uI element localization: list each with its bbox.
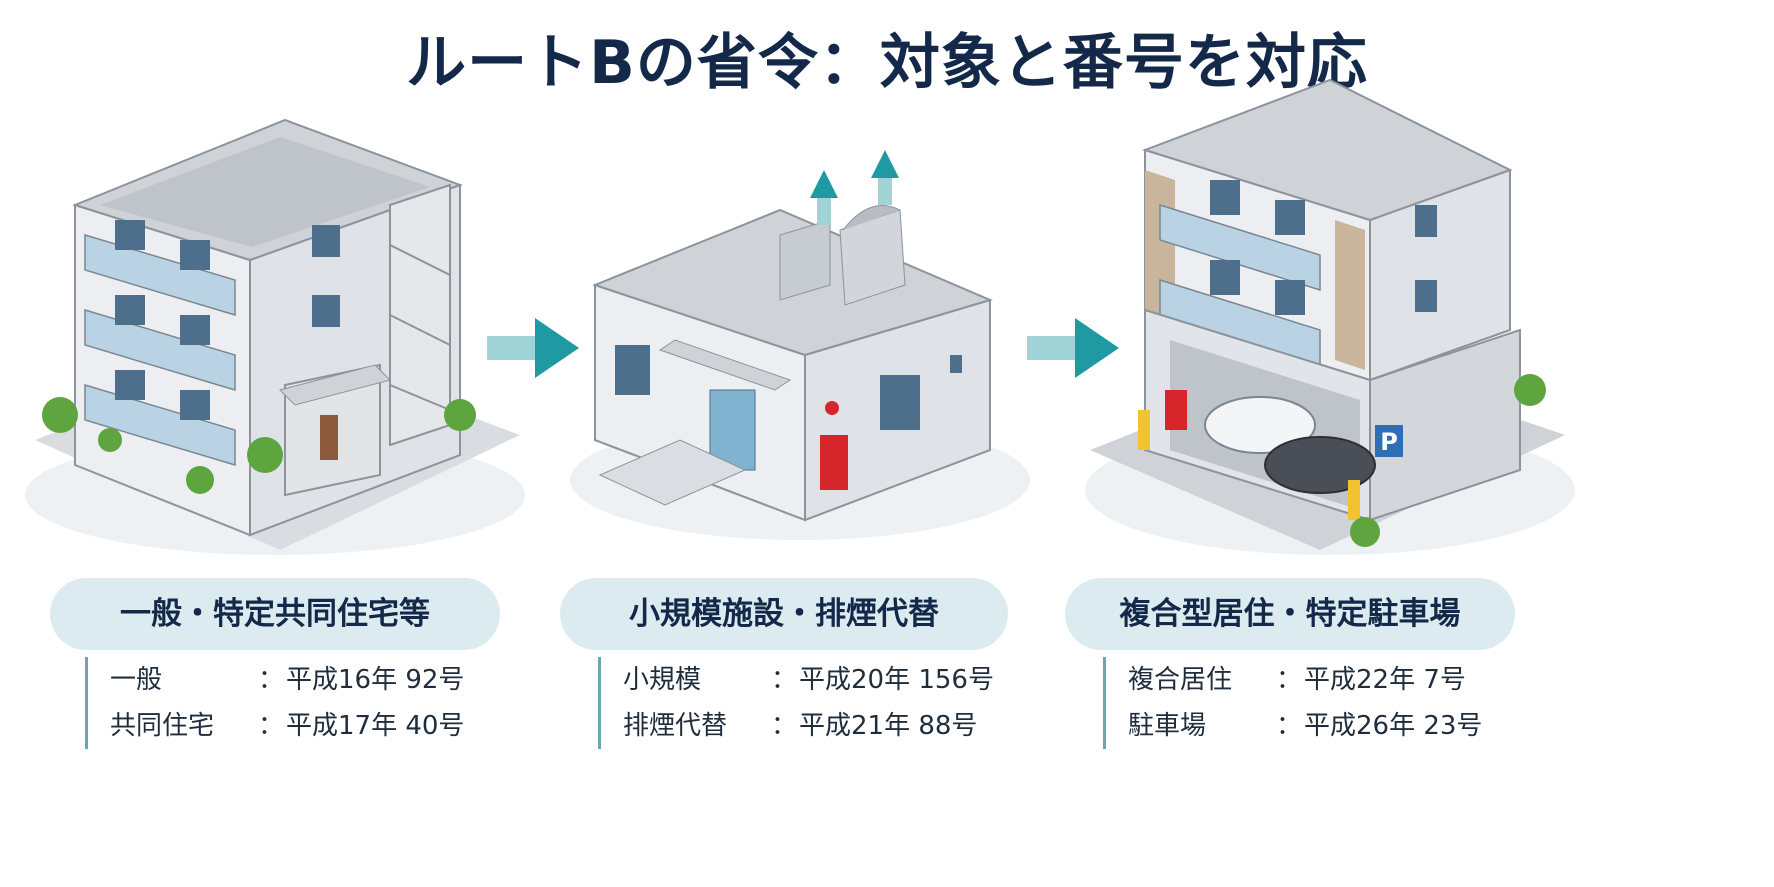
category-heading-small-facility: 小規模施設・排煙代替 — [560, 578, 1008, 650]
separator: ： — [1276, 665, 1303, 695]
separator: ： — [258, 711, 285, 741]
separator: ： — [771, 711, 798, 741]
separator: ： — [1276, 711, 1303, 741]
mixed-residence-parking-illustration: P — [1085, 78, 1575, 555]
target-label: 共同住宅 — [110, 711, 215, 741]
apartment-building-illustration — [25, 118, 525, 555]
target-label: 小規模 — [623, 665, 702, 695]
ordinance-number: 平成26年 23号 — [1304, 711, 1483, 741]
arrow-right-icon — [487, 318, 579, 378]
target-label: 複合居住 — [1128, 665, 1233, 695]
ordinance-list-general: 一般 ： 平成16年 92号 共同住宅 ： 平成17年 40号 — [85, 657, 464, 749]
ordinance-number: 平成21年 88号 — [799, 711, 978, 741]
target-label: 一般 — [110, 665, 163, 695]
ordinance-number: 平成22年 7号 — [1304, 665, 1466, 695]
ordinance-number: 平成17年 40号 — [286, 711, 465, 741]
page-title: ルートBの省令：対象と番号を対応 — [406, 28, 1368, 98]
small-facility-illustration — [570, 150, 1030, 540]
ordinance-number: 平成16年 92号 — [286, 665, 465, 695]
target-label: 駐車場 — [1128, 711, 1207, 741]
category-heading-mixed-parking: 複合型居住・特定駐車場 — [1065, 578, 1515, 650]
ordinance-number: 平成20年 156号 — [799, 665, 994, 695]
separator: ： — [771, 665, 798, 695]
category-heading-general: 一般・特定共同住宅等 — [50, 578, 500, 650]
target-label: 排煙代替 — [623, 711, 728, 741]
ordinance-list-mixed-parking: 複合居住 ： 平成22年 7号 駐車場 ： 平成26年 23号 — [1103, 657, 1482, 749]
ordinance-list-small-facility: 小規模 ： 平成20年 156号 排煙代替 ： 平成21年 88号 — [598, 657, 994, 749]
separator: ： — [258, 665, 285, 695]
parking-sign-label: P — [1380, 428, 1398, 456]
arrow-right-icon — [1027, 318, 1119, 378]
